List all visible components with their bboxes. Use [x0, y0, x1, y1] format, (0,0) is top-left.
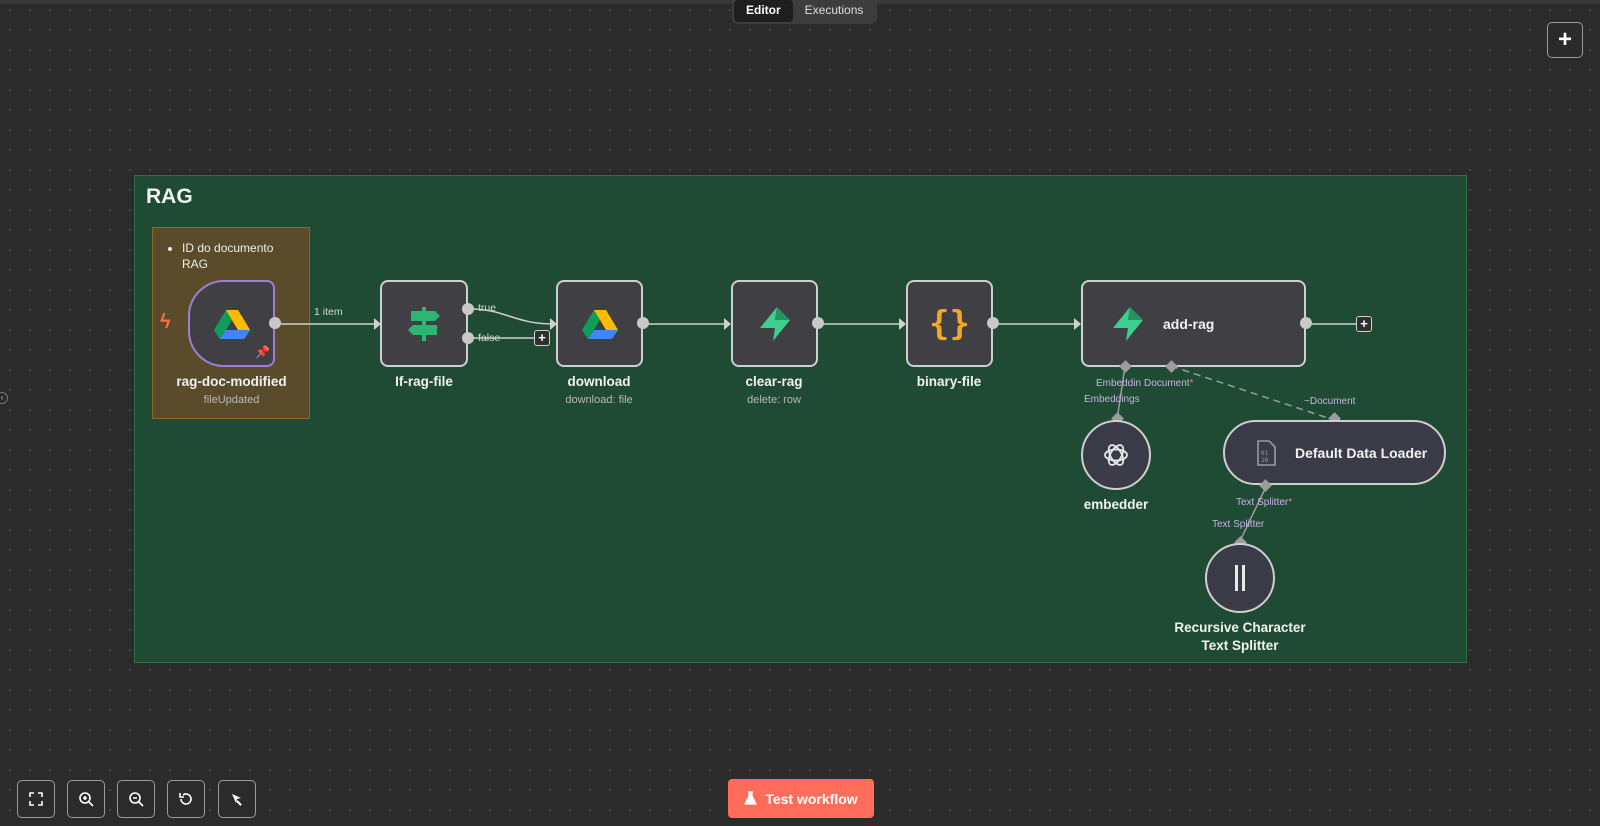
node-label: binary-file	[916, 374, 982, 389]
add-false-branch-button[interactable]: +	[534, 330, 550, 346]
node-default-data-loader[interactable]: 01 10 Default Data Loader	[1223, 420, 1446, 485]
tab-editor[interactable]: Editor	[734, 0, 793, 22]
connection-label-document: Document*	[1144, 378, 1193, 389]
trigger-bolt-icon: ϟ	[160, 311, 171, 333]
label-text: Text Splitter	[1236, 497, 1289, 508]
node-subtitle: download: file	[565, 394, 633, 406]
node-label: embedder	[1083, 497, 1149, 512]
zoom-in-icon	[79, 792, 94, 807]
supabase-icon	[759, 306, 790, 341]
node-label: clear-rag	[745, 374, 803, 389]
sticky-title: RAG	[146, 185, 193, 208]
magic-wand-icon	[232, 794, 242, 806]
node-binary-file[interactable]: {}	[906, 280, 993, 367]
output-port-true[interactable]	[462, 303, 474, 315]
edge-item-count: 1 item	[314, 306, 343, 318]
node-label: If-rag-file	[395, 374, 453, 389]
node-if-rag-file[interactable]	[380, 280, 468, 367]
node-subtitle: delete: row	[747, 394, 801, 406]
connection-label-embeddings: Embeddings	[1084, 394, 1140, 405]
openai-icon	[1104, 444, 1128, 466]
add-next-node-button[interactable]: +	[1356, 316, 1372, 332]
test-workflow-label: Test workflow	[765, 790, 858, 807]
tab-executions[interactable]: Executions	[804, 3, 864, 17]
connection-label-text-splitter-in: Text Splitter*	[1236, 497, 1292, 508]
flask-icon	[744, 791, 758, 805]
zoom-in-button[interactable]	[67, 780, 105, 818]
code-braces-icon: {}	[929, 303, 970, 344]
edge-true-label: true	[478, 302, 497, 314]
reset-icon	[179, 793, 192, 805]
connection-label-text-splitter-out: Text Splitter	[1212, 519, 1265, 530]
output-port[interactable]	[812, 317, 824, 329]
note-text: ID do documento RAG	[168, 240, 298, 272]
output-port[interactable]	[1300, 317, 1312, 329]
node-embedder[interactable]	[1081, 420, 1151, 490]
splitter-icon	[1235, 565, 1245, 591]
supabase-icon	[1113, 306, 1143, 341]
connection-label-embedding: Embeddin	[1096, 378, 1141, 389]
signpost-icon	[408, 306, 440, 341]
node-label: download	[567, 374, 631, 389]
add-node-button[interactable]: +	[1547, 22, 1583, 58]
node-label: add-rag	[1163, 315, 1215, 332]
node-label: Default Data Loader	[1295, 444, 1428, 461]
output-port[interactable]	[637, 317, 649, 329]
collapse-handle-icon[interactable]: ‹	[0, 392, 8, 404]
zoom-out-button[interactable]	[117, 780, 155, 818]
binary-file-icon: 01 10	[1257, 439, 1276, 466]
node-label: rag-doc-modified	[176, 374, 287, 389]
node-recursive-character-text-splitter[interactable]	[1205, 543, 1275, 613]
node-clear-rag[interactable]	[731, 280, 818, 367]
label-text: Document	[1309, 396, 1356, 407]
label-text: Document	[1144, 378, 1190, 389]
output-port-false[interactable]	[462, 332, 474, 344]
node-add-rag[interactable]: add-rag	[1081, 280, 1306, 367]
output-port[interactable]	[987, 317, 999, 329]
node-rag-doc-modified[interactable]	[188, 280, 275, 367]
node-label-line1: Recursive Character	[1174, 620, 1306, 635]
node-download[interactable]	[556, 280, 643, 367]
test-workflow-button[interactable]: Test workflow	[728, 779, 874, 818]
note-item: ID do documento RAG	[182, 240, 298, 272]
tidy-up-button[interactable]	[218, 780, 256, 818]
svg-text:10: 10	[1261, 457, 1269, 464]
label-text: Embeddin	[1096, 378, 1142, 389]
pin-icon: 📌	[255, 345, 270, 359]
google-drive-icon	[581, 309, 618, 339]
output-port[interactable]	[269, 317, 281, 329]
required-mark: *	[1288, 497, 1293, 508]
fit-view-icon	[29, 792, 43, 806]
required-mark: *	[1189, 378, 1194, 389]
connection-label-document-out: ~Document	[1304, 396, 1356, 407]
reset-zoom-button[interactable]	[167, 780, 205, 818]
zoom-out-icon	[129, 792, 144, 807]
edge-false-label: false	[478, 332, 501, 344]
fit-view-button[interactable]	[17, 780, 55, 818]
node-subtitle: fileUpdated	[203, 394, 260, 406]
editor-tabs: Editor Executions	[732, 0, 878, 24]
node-label-line2: Text Splitter	[1201, 638, 1279, 653]
svg-text:01: 01	[1261, 450, 1269, 457]
google-drive-icon	[213, 309, 250, 339]
